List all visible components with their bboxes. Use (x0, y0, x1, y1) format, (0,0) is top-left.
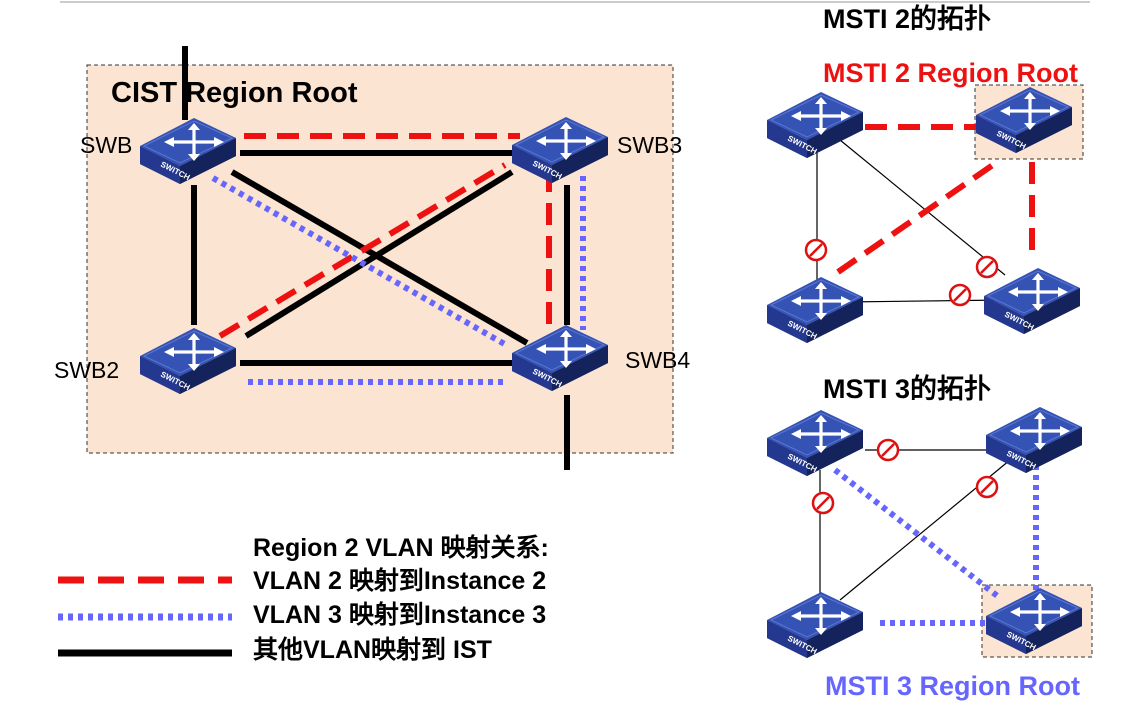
msti2-root-label: MSTI 2 Region Root (823, 58, 1078, 88)
msti2-active-links (836, 124, 1035, 275)
blocked-port-icon (804, 238, 828, 262)
label-swb3: SWB3 (617, 132, 682, 158)
msti3-active-links (833, 465, 1039, 626)
legend-item-vlan3: VLAN 3 映射到Instance 3 (253, 601, 546, 629)
msti2-topology: MSTI 2的拓扑 MSTI 2 Region Root (765, 3, 1084, 345)
msti2-switch-4 (982, 266, 1082, 336)
legend-item-ist: 其他VLAN映射到 IST (253, 635, 492, 664)
blocked-port-icon (975, 255, 999, 279)
legend-heading: Region 2 VLAN 映射关系: (253, 534, 549, 562)
ist-links (191, 150, 570, 366)
msti2-switch-3 (765, 275, 865, 345)
label-swb: SWB (80, 132, 132, 158)
msti3-root-label: MSTI 3 Region Root (825, 671, 1080, 701)
msti3-switch-1 (765, 408, 865, 478)
msti3-title: MSTI 3的拓扑 (823, 373, 991, 404)
blocked-port-icon (876, 438, 900, 462)
cist-region-title: CIST Region Root (111, 77, 358, 109)
vlan2-links (218, 133, 552, 339)
legend-item-vlan2: VLAN 2 映射到Instance 2 (253, 567, 546, 595)
msti3-switch-3 (765, 590, 865, 660)
label-swb2: SWB2 (54, 357, 119, 383)
cist-region: CIST Region Root SWB SWB3 SWB2 SWB4 (54, 46, 690, 470)
msti2-switch-1 (765, 90, 865, 160)
msti3-thin-links (819, 449, 1011, 610)
msti2-title: MSTI 2的拓扑 (823, 3, 991, 34)
vlan3-links (211, 175, 586, 385)
blocked-port-icon (811, 491, 835, 515)
msti3-switch-2 (984, 405, 1084, 475)
blocked-port-icon (975, 475, 999, 499)
label-swb4: SWB4 (625, 347, 690, 373)
msti3-topology: MSTI 3的拓扑 MSTI 3 Region Root (765, 373, 1093, 701)
legend: Region 2 VLAN 映射关系: VLAN 2 映射到Instance 2… (58, 534, 549, 664)
blocked-port-icon (948, 283, 972, 307)
msti2-thin-links (816, 139, 1006, 303)
